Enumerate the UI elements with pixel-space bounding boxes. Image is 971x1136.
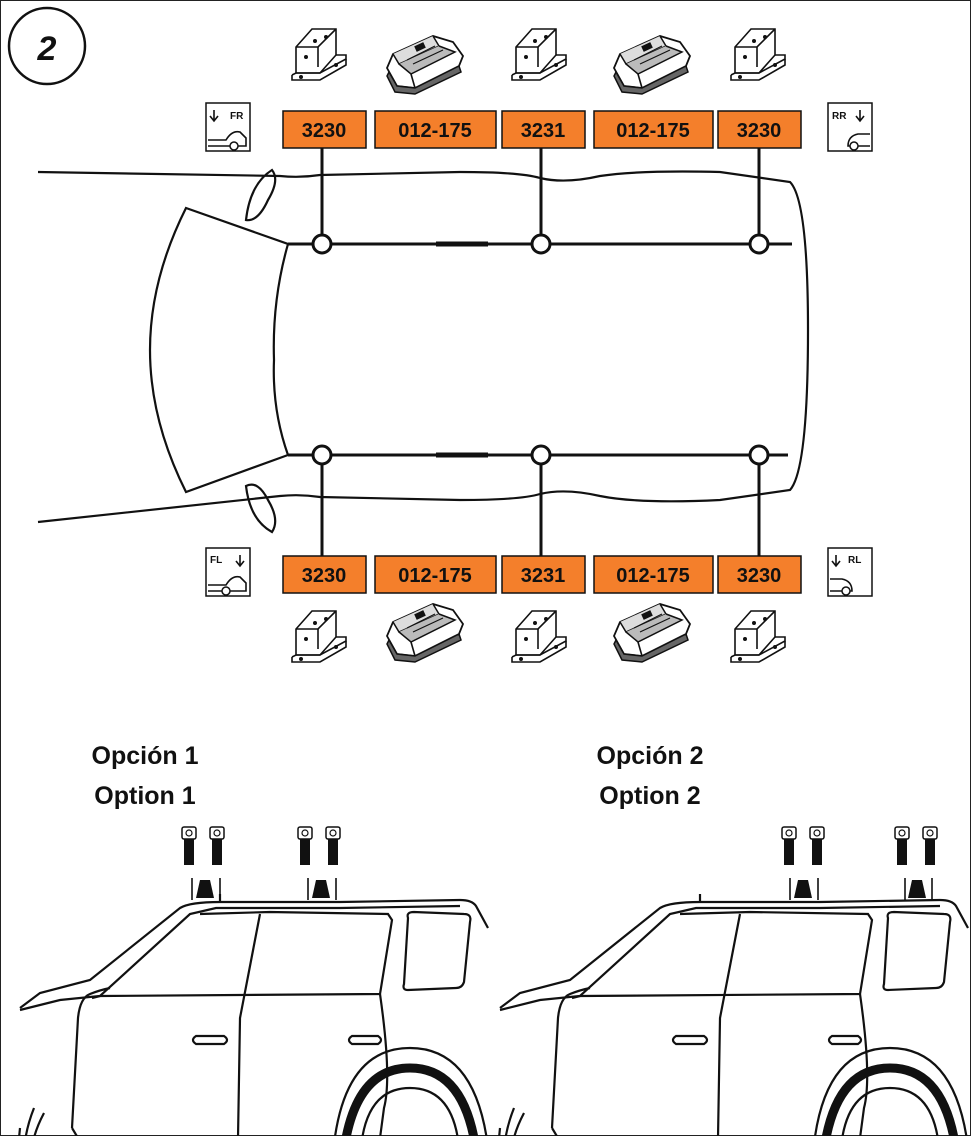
part-label: 012-175 (398, 565, 471, 587)
bolt-icon (894, 826, 910, 866)
part-label: 3230 (302, 565, 347, 587)
corner-label: FL (210, 555, 222, 566)
foot-icon (386, 603, 464, 663)
corner-label: FR (230, 111, 244, 122)
part-label: 3231 (521, 565, 566, 587)
bolt-icon (209, 826, 225, 866)
part-label: 012-175 (616, 120, 689, 142)
bottom-part-labels: 3230 012-175 3231 012-175 3230 (282, 555, 802, 594)
corner-label: RL (848, 555, 861, 566)
part-label: 3231 (521, 120, 566, 142)
bolt-icon (809, 826, 825, 866)
bracket-icon (291, 28, 347, 81)
foot-marker (312, 880, 330, 898)
option-1-title-es: Opción 1 (92, 742, 199, 770)
corner-indicator-fr: FR (205, 102, 251, 152)
mount-point (748, 444, 770, 466)
corner-indicator-rr: RR (827, 102, 873, 152)
foot-marker (196, 880, 214, 898)
option-2-title-es: Opción 2 (597, 742, 704, 770)
mount-point (530, 233, 552, 255)
bolt-icon (922, 826, 938, 866)
part-label: 012-175 (616, 565, 689, 587)
bracket-icon (511, 610, 567, 663)
bracket-icon (291, 610, 347, 663)
foot-marker (908, 880, 926, 898)
car-top-view (37, 168, 810, 534)
bracket-icon (730, 610, 786, 663)
foot-icon (613, 603, 691, 663)
corner-indicator-rl: RL (827, 547, 873, 597)
step-badge: 2 (7, 6, 87, 86)
foot-icon (386, 35, 464, 95)
step-number: 2 (37, 30, 57, 68)
top-part-labels: 3230 012-175 3231 012-175 3230 (282, 110, 802, 149)
option-1-title-en: Option 1 (94, 782, 195, 810)
mount-point (530, 444, 552, 466)
option-2-side-view (496, 826, 970, 1136)
mount-point (311, 444, 333, 466)
mount-point (748, 233, 770, 255)
bracket-icon (511, 28, 567, 81)
bolt-icon (781, 826, 797, 866)
bolt-icon (181, 826, 197, 866)
foot-marker (794, 880, 812, 898)
part-label: 012-175 (398, 120, 471, 142)
part-label: 3230 (302, 120, 347, 142)
option-2-title-en: Option 2 (599, 782, 700, 810)
bracket-icon (730, 28, 786, 81)
bolt-icon (297, 826, 313, 866)
foot-icon (613, 35, 691, 95)
option-1-side-view (16, 826, 490, 1136)
part-label: 3230 (737, 120, 782, 142)
corner-indicator-fl: FL (205, 547, 251, 597)
mount-points (311, 148, 770, 556)
part-label: 3230 (737, 565, 782, 587)
corner-label: RR (832, 111, 847, 122)
mount-point (311, 233, 333, 255)
bolt-icon (325, 826, 341, 866)
